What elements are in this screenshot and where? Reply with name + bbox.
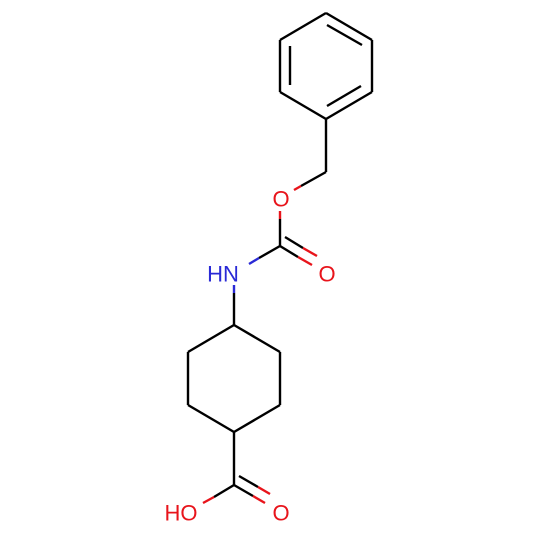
bond — [187, 403, 235, 434]
bond — [284, 235, 304, 250]
amide-nitrogen-label: HN — [207, 262, 239, 287]
bond — [279, 90, 327, 121]
aromatic-double-bond — [326, 84, 362, 108]
bond — [238, 474, 259, 489]
bond — [252, 494, 266, 505]
carbamate-carbonyl-oxygen-label: O — [318, 262, 335, 287]
bond — [257, 485, 271, 496]
bond — [233, 403, 281, 434]
carbamate-group — [248, 211, 318, 267]
benzene-ring — [278, 11, 374, 121]
bond — [279, 11, 327, 42]
bond — [233, 483, 254, 498]
ester-oxygen-label: O — [272, 187, 289, 212]
bond — [258, 244, 281, 260]
bond — [213, 483, 235, 499]
bond — [325, 11, 373, 42]
cyclohexane-ring — [186, 323, 282, 434]
acid-carbonyl-oxygen-label: O — [272, 501, 289, 526]
bond — [233, 323, 281, 354]
bond — [302, 246, 318, 258]
bond — [248, 256, 260, 266]
aromatic-double-bond — [326, 23, 363, 47]
bond — [187, 323, 235, 354]
bond — [297, 255, 313, 267]
bond — [293, 184, 302, 192]
acid-hydroxyl-label: HO — [165, 501, 198, 526]
bond — [279, 244, 299, 259]
carboxylic-acid-group — [202, 432, 271, 505]
benzyl-linker — [293, 119, 328, 192]
bond — [202, 495, 215, 505]
bond — [300, 170, 327, 188]
bond — [325, 90, 373, 121]
